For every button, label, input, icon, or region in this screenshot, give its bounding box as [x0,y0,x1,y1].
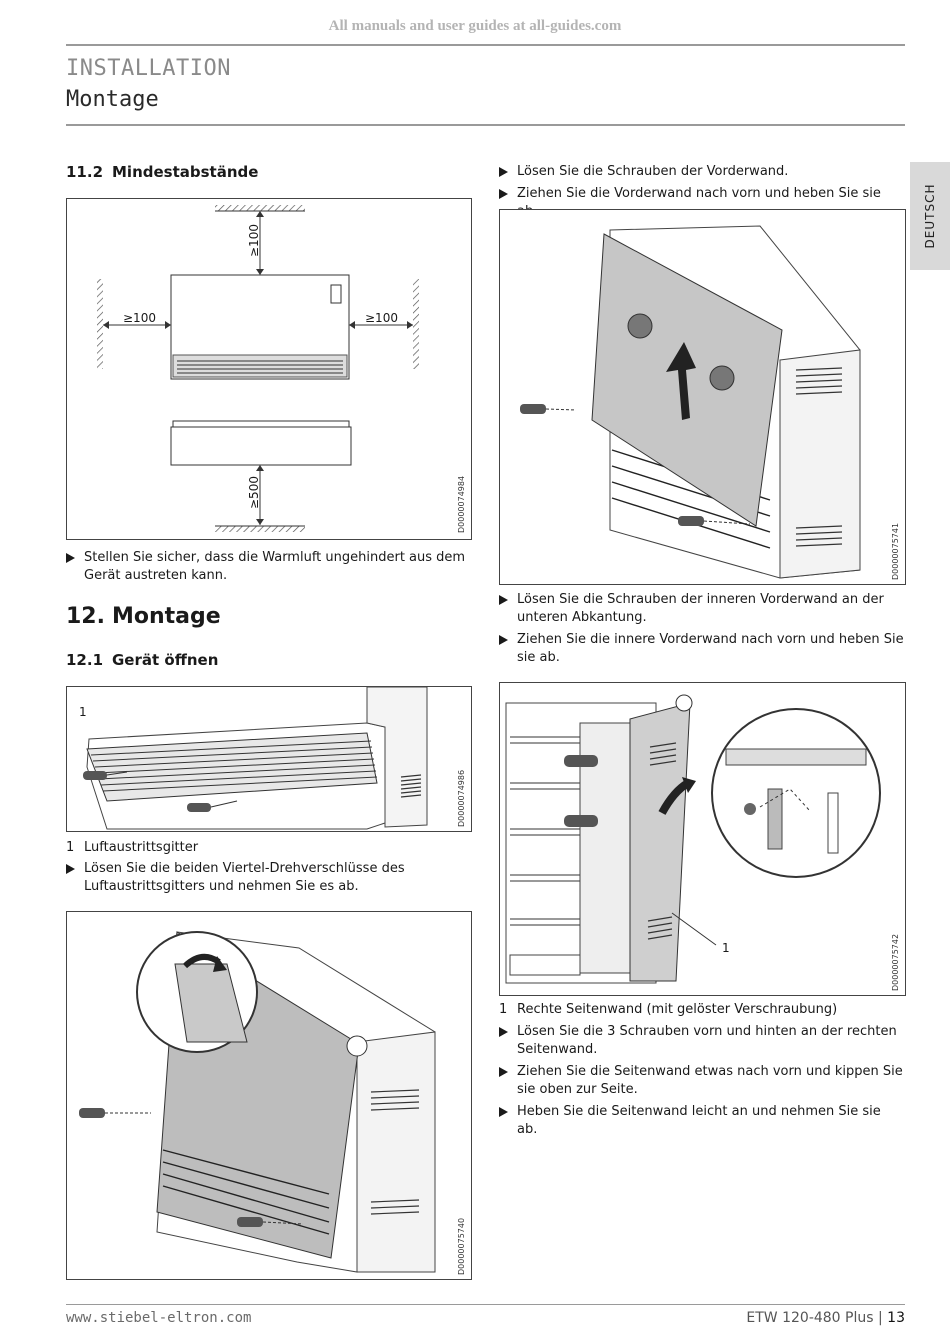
screwdriver-icon [237,1217,304,1227]
right-wall-hatch [413,279,419,369]
footer-model-page: ETW 120-480 Plus | 13 [730,1310,905,1326]
screwdriver-icon [678,516,751,526]
figure-side-wall: 1 D0000075742 [499,682,906,996]
legend-air-grille: 1 Luftaustrittsgitter [66,839,470,857]
steps-front-wall: Lösen Sie die Schrauben der Vorderwand. … [499,163,904,221]
bullet-triangle-icon [66,864,75,874]
heading-number: 12. [66,604,105,629]
language-tab: DEUTSCH [910,162,950,270]
screwdriver-icon [187,800,238,812]
instruction-warm-air: Stellen Sie sicher, dass die Warmluft un… [66,549,470,585]
screwdriver-icon [520,404,577,414]
detail-magnifier [711,708,881,878]
front-wall-illustration [520,225,861,579]
clearance-diagram [97,205,419,532]
page-number: 13 [887,1310,905,1326]
lift-arrow-icon [666,342,696,420]
header-section: Montage [66,87,159,112]
heading-title: Mindestabstände [112,163,259,181]
figure-code: D0000075740 [457,1217,466,1275]
header-chapter: INSTALLATION [66,56,231,81]
footer-website: www.stiebel-eltron.com [66,1310,252,1326]
bullet-triangle-icon [66,553,75,563]
heading-title: Montage [112,604,221,629]
instruction-remove-grille: Lösen Sie die beiden Viertel-Drehverschl… [66,860,456,896]
heading-title: Gerät öffnen [112,651,219,669]
header-rule-bottom [66,124,905,126]
right-side-wall [629,702,691,982]
legend-text: Luftaustrittsgitter [84,840,199,855]
figure-code: D0000074986 [457,769,466,827]
footer-rule [66,1304,905,1305]
figure-front-wall-removal: D0000075741 [499,209,906,585]
steps-inner-front-wall: Lösen Sie die Schrauben der inneren Vord… [499,591,904,667]
steps-side-wall: Lösen Sie die 3 Schrauben vorn und hinte… [499,1023,904,1139]
legend-side-wall: 1 Rechte Seitenwand (mit gelöster Verschr… [499,1001,904,1019]
header-rule-top [66,44,905,46]
bullet-triangle-icon [499,167,508,177]
front-panel-illustration [79,931,436,1273]
dim-bottom-label: ≥500 [247,476,261,509]
footer-model: ETW 120-480 Plus [746,1310,874,1326]
figure-code: D0000075741 [891,522,900,580]
figure-code: D0000075742 [891,933,900,991]
watermark: All manuals and user guides at all-guide… [328,18,622,34]
legend-text: Rechte Seitenwand (mit gelöster Verschra… [517,1002,838,1017]
left-wall-hatch [97,279,103,369]
control-panel [330,284,342,304]
bullet-triangle-icon [499,189,508,199]
floor-hatch [215,526,305,532]
ceiling-hatch [215,205,305,211]
figure-code: D0000074984 [457,475,466,533]
callout-1: 1 [722,941,730,955]
screwdriver-icon [83,771,128,780]
screwdriver-icon [79,1108,151,1118]
bullet-triangle-icon [499,1107,508,1117]
front-wall-panel [591,233,783,527]
screwdriver-icon [564,815,598,827]
bullet-triangle-icon [499,595,508,605]
language-tab-label: DEUTSCH [923,183,937,249]
legend-number: 1 [66,840,75,855]
bullet-triangle-icon [499,1067,508,1077]
heading-12: 12. Montage [66,604,221,629]
dim-right-label: ≥100 [365,311,398,325]
bullet-triangle-icon [499,1027,508,1037]
figure-front-panel-detail: D0000075740 [66,911,472,1280]
screwdriver-icon [564,755,598,767]
callout-1: 1 [79,705,87,719]
legend-number: 1 [499,1002,508,1017]
bullet-triangle-icon [499,635,508,645]
heading-11-2: 11.2 Mindestabstände [66,163,258,181]
dim-top-label: ≥100 [247,224,261,257]
heater-top-view [170,426,352,466]
side-wall-illustration [505,694,881,984]
air-grille-illustration [83,687,428,830]
heading-number: 11.2 [66,163,104,181]
heading-number: 12.1 [66,651,104,669]
figure-air-grille: 1 D0000074986 [66,686,472,832]
figure-clearances: ≥100 ≥100 ≥100 ≥500 D0000074984 [66,198,472,540]
footer-separator: | [878,1310,883,1326]
heading-12-1: 12.1 Gerät öffnen [66,651,218,669]
grille-slats [90,740,378,792]
dim-left-label: ≥100 [123,311,156,325]
